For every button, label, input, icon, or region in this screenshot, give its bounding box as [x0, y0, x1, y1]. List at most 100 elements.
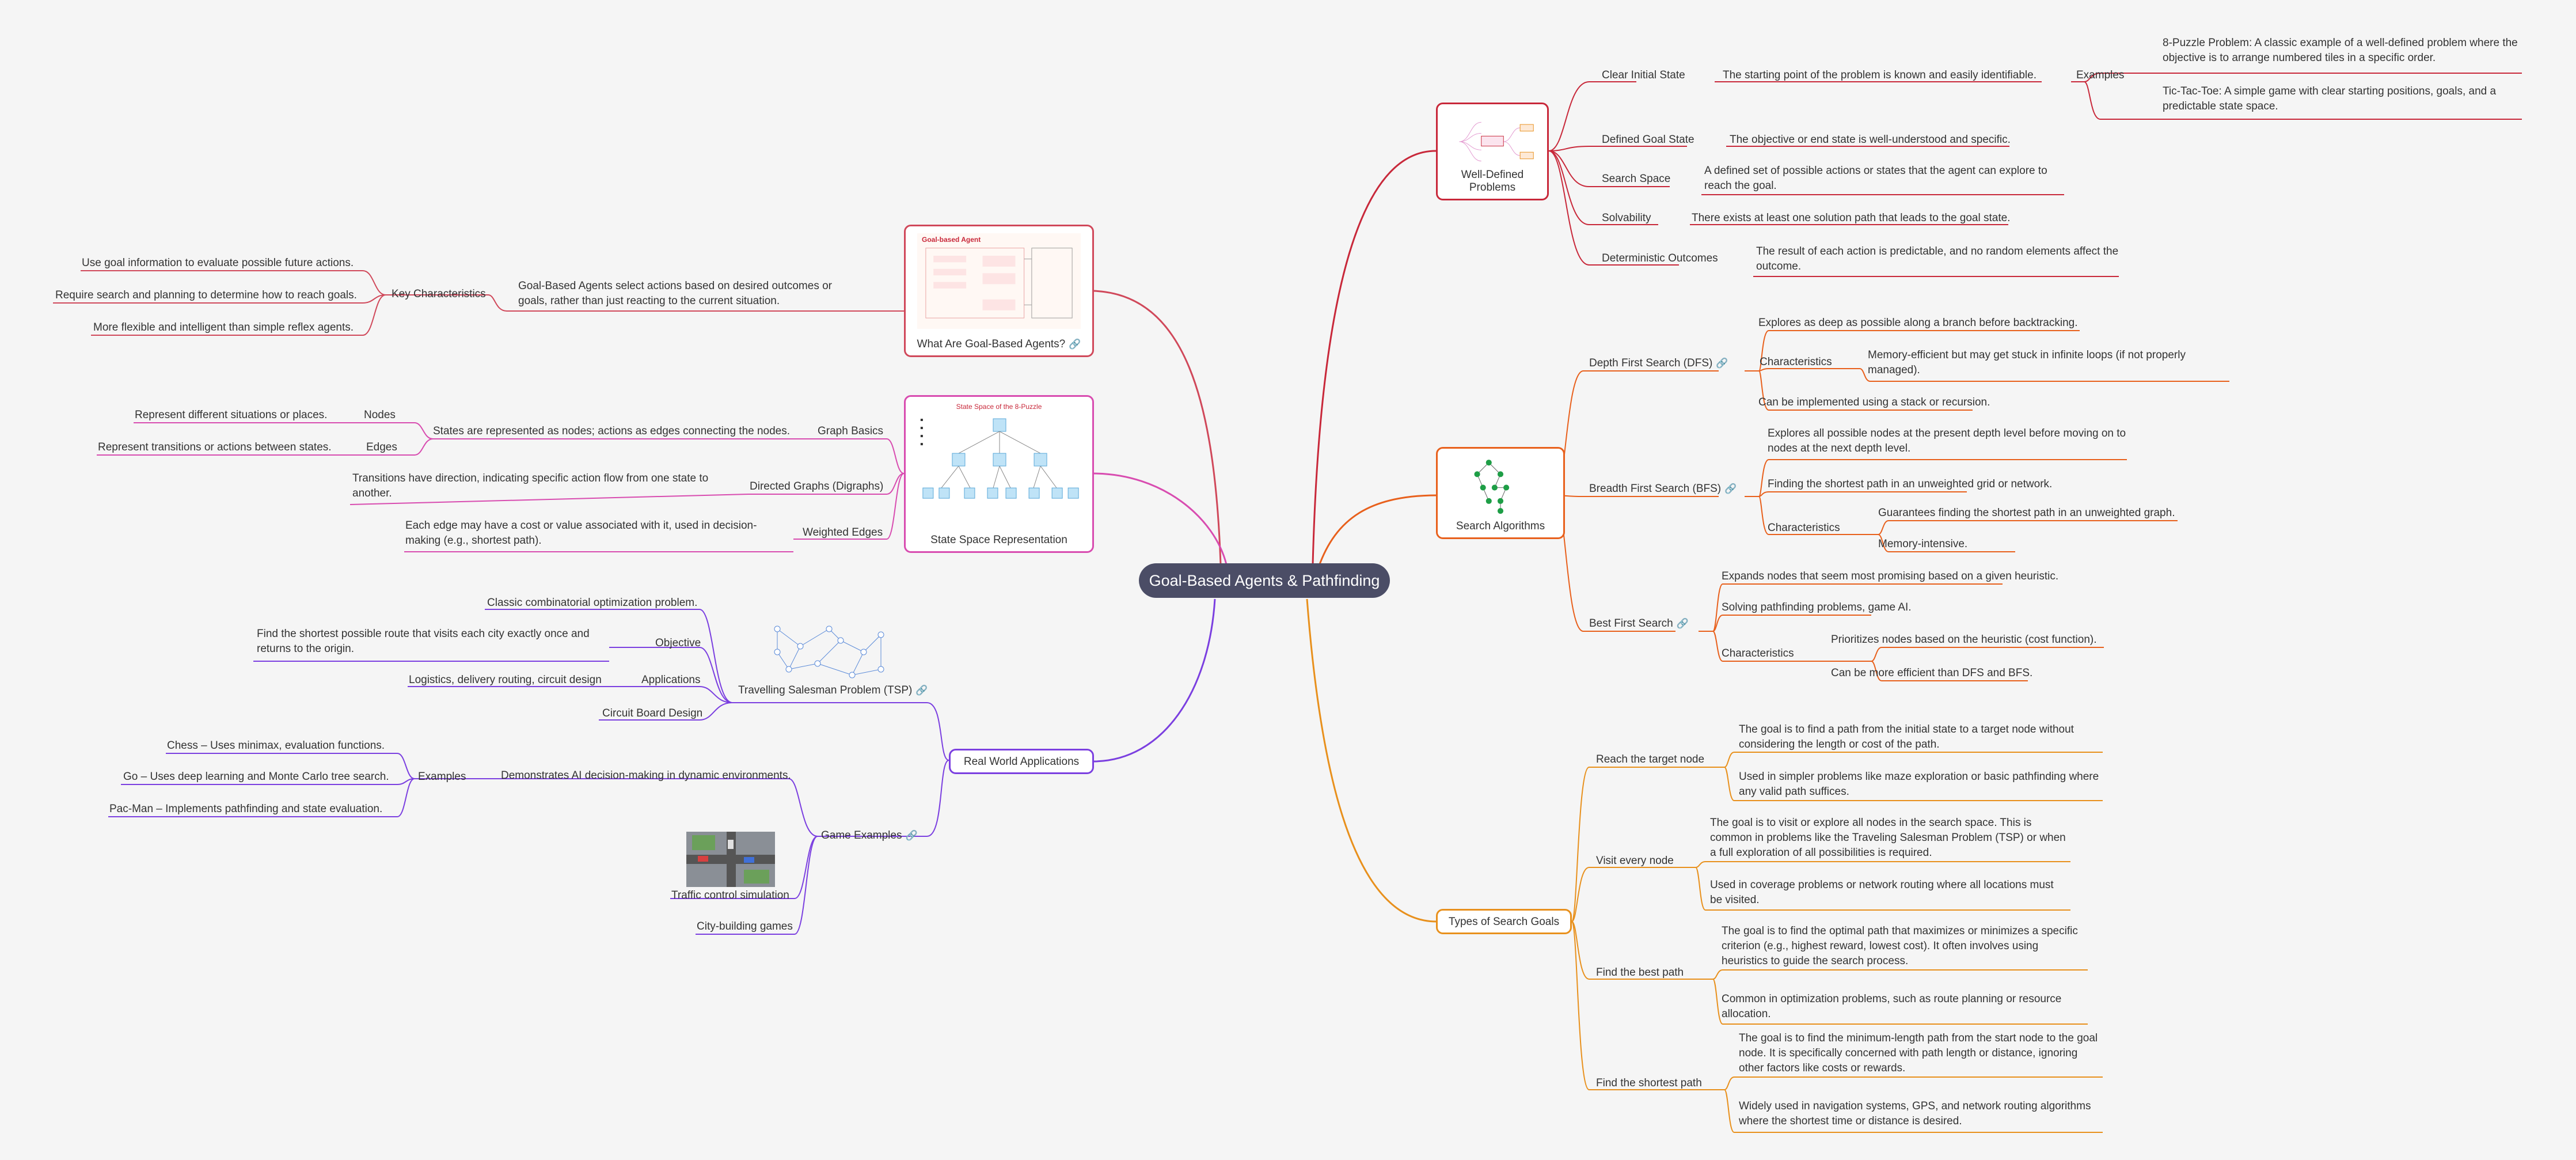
game-examples-desc[interactable]: Demonstrates AI decision-making in dynam…: [501, 769, 791, 782]
solvability-desc[interactable]: There exists at least one solution path …: [1692, 212, 2011, 224]
shortest-path-desc-2[interactable]: Widely used in navigation systems, GPS, …: [1739, 1100, 2091, 1127]
dfs-characteristics[interactable]: Characteristics: [1760, 356, 1832, 368]
search-algorithms-node[interactable]: Search Algorithms: [1436, 447, 1565, 539]
applications-desc[interactable]: Logistics, delivery routing, circuit des…: [409, 674, 602, 686]
dfs-memory-efficient[interactable]: Memory-efficient but may get stuck in in…: [1868, 349, 2186, 376]
dfs-label: Depth First Search (DFS): [1589, 357, 1713, 369]
bfs-node[interactable]: Breadth First Search (BFS)🔗: [1589, 482, 1737, 496]
weighted-edges[interactable]: Weighted Edges: [803, 526, 883, 539]
reach-desc-1[interactable]: The goal is to find a path from the init…: [1739, 723, 2074, 750]
edges-desc[interactable]: Represent transitions or actions between…: [98, 441, 332, 453]
objective-desc[interactable]: Find the shortest possible route that vi…: [257, 628, 590, 655]
tree-graph-thumbnail: [1474, 460, 1510, 514]
agent-environment-diagram: [925, 248, 1073, 319]
traffic-control-simulation[interactable]: Traffic control simulation: [671, 889, 789, 901]
link-icon[interactable]: 🔗: [1716, 358, 1728, 369]
best-prioritizes[interactable]: Prioritizes nodes based on the heuristic…: [1831, 634, 2097, 646]
tsp-classic[interactable]: Classic combinatorial optimization probl…: [487, 597, 698, 609]
solvability[interactable]: Solvability: [1602, 212, 1651, 224]
game-examples-label: Game Examples: [821, 829, 902, 841]
nodes-desc[interactable]: Represent different situations or places…: [135, 409, 328, 421]
bfs-explores[interactable]: Explores all possible nodes at the prese…: [1768, 427, 2126, 454]
find-shortest-path[interactable]: Find the shortest path: [1596, 1077, 1702, 1089]
game-chess[interactable]: Chess – Uses minimax, evaluation functio…: [167, 740, 385, 752]
visit-desc-1[interactable]: The goal is to visit or explore all node…: [1710, 817, 2066, 859]
types-of-search-goals-node[interactable]: Types of Search Goals: [1436, 909, 1572, 934]
best-first-node[interactable]: Best First Search🔗: [1589, 616, 1689, 631]
key-char-3[interactable]: More flexible and intelligent than simpl…: [93, 321, 354, 333]
what-are-goal-based-agents-node[interactable]: Goal-based Agent What Are Goal-Based Age…: [904, 225, 1094, 357]
thumbnail-title: Goal-based Agent: [922, 236, 981, 244]
goal-based-desc[interactable]: Goal-Based Agents select actions based o…: [518, 280, 832, 307]
key-char-1[interactable]: Use goal information to evaluate possibl…: [82, 257, 354, 269]
link-icon[interactable]: 🔗: [915, 685, 928, 696]
circuit-board-design[interactable]: Circuit Board Design: [602, 707, 703, 719]
problem-diagram-thumbnail: [1459, 122, 1534, 162]
weighted-edges-desc[interactable]: Each edge may have a cost or value assoc…: [405, 520, 757, 547]
link-icon[interactable]: 🔗: [905, 830, 918, 841]
graph-basics-desc[interactable]: States are represented as nodes; actions…: [433, 425, 791, 437]
search-space-desc[interactable]: A defined set of possible actions or sta…: [1704, 165, 2047, 192]
example-tic-tac-toe[interactable]: Tic-Tac-Toe: A simple game with clear st…: [2163, 85, 2497, 112]
link-icon[interactable]: 🔗: [1676, 618, 1689, 629]
best-solving[interactable]: Solving pathfinding problems, game AI.: [1722, 601, 1912, 613]
link-icon[interactable]: 🔗: [1724, 483, 1737, 494]
real-world-applications-node[interactable]: Real World Applications: [949, 749, 1094, 774]
best-efficient[interactable]: Can be more efficient than DFS and BFS.: [1831, 667, 2033, 679]
search-space[interactable]: Search Space: [1602, 173, 1671, 185]
reach-target-node[interactable]: Reach the target node: [1596, 753, 1705, 765]
graph-basics[interactable]: Graph Basics: [818, 425, 884, 437]
clear-initial-state[interactable]: Clear Initial State: [1602, 69, 1685, 81]
thumbnail-title: State Space of the 8-Puzzle: [956, 403, 1042, 411]
dfs-stack[interactable]: Can be implemented using a stack or recu…: [1758, 396, 1990, 408]
8-puzzle-thumbnail: State Space of the 8-Puzzle: [917, 403, 1081, 525]
visit-every-node[interactable]: Visit every node: [1596, 855, 1674, 867]
best-path-desc-1[interactable]: The goal is to find the optimal path tha…: [1722, 925, 2078, 967]
tsp-label: Travelling Salesman Problem (TSP): [738, 684, 913, 696]
best-first-label: Best First Search: [1589, 617, 1673, 630]
state-tree-diagram: [920, 418, 1079, 499]
examples-label[interactable]: Examples: [2076, 69, 2125, 81]
dfs-explores[interactable]: Explores as deep as possible along a bra…: [1758, 317, 2078, 329]
bfs-memory[interactable]: Memory-intensive.: [1878, 538, 1968, 550]
defined-goal-state[interactable]: Defined Goal State: [1602, 134, 1694, 146]
deterministic-outcomes[interactable]: Deterministic Outcomes: [1602, 252, 1718, 264]
central-topic[interactable]: Goal-Based Agents & Pathfinding: [1139, 563, 1390, 598]
link-icon[interactable]: 🔗: [1069, 339, 1081, 350]
nodes-label[interactable]: Nodes: [364, 409, 396, 421]
clear-initial-state-desc[interactable]: The starting point of the problem is kno…: [1723, 69, 2037, 81]
examples-label[interactable]: Examples: [418, 771, 466, 783]
objective-label[interactable]: Objective: [655, 637, 701, 649]
example-8-puzzle[interactable]: 8-Puzzle Problem: A classic example of a…: [2163, 37, 2518, 64]
well-defined-problems-node[interactable]: Well-Defined Problems: [1436, 103, 1549, 200]
edges-label[interactable]: Edges: [366, 441, 397, 453]
card-title: Search Algorithms: [1456, 520, 1545, 532]
bfs-characteristics[interactable]: Characteristics: [1768, 522, 1840, 534]
bfs-guarantees[interactable]: Guarantees finding the shortest path in …: [1878, 507, 2175, 519]
game-go[interactable]: Go – Uses deep learning and Monte Carlo …: [123, 771, 389, 783]
state-space-representation-node[interactable]: State Space of the 8-Puzzle State Space …: [904, 395, 1094, 553]
game-examples-node[interactable]: Game Examples🔗: [821, 828, 918, 843]
game-pacman[interactable]: Pac-Man – Implements pathfinding and sta…: [109, 803, 383, 815]
card-title: Well-Defined Problems: [1461, 169, 1524, 194]
defined-goal-state-desc[interactable]: The objective or end state is well-under…: [1730, 134, 2011, 146]
best-expands[interactable]: Expands nodes that seem most promising b…: [1722, 570, 2059, 582]
tsp-node[interactable]: Travelling Salesman Problem (TSP)🔗: [738, 683, 928, 698]
key-characteristics[interactable]: Key Characteristics: [392, 288, 486, 300]
applications-label[interactable]: Applications: [641, 674, 701, 686]
visit-desc-2[interactable]: Used in coverage problems or network rou…: [1710, 879, 2054, 906]
card-title: State Space Representation: [930, 534, 1067, 546]
deterministic-outcomes-desc[interactable]: The result of each action is predictable…: [1756, 245, 2119, 272]
directed-graphs[interactable]: Directed Graphs (Digraphs): [750, 480, 884, 492]
bfs-shortest[interactable]: Finding the shortest path in an unweight…: [1768, 478, 2053, 490]
dfs-node[interactable]: Depth First Search (DFS)🔗: [1589, 356, 1728, 371]
shortest-path-desc-1[interactable]: The goal is to find the minimum-length p…: [1739, 1032, 2098, 1074]
tsp-graph-thumbnail: [766, 617, 894, 684]
find-best-path[interactable]: Find the best path: [1596, 966, 1684, 979]
best-path-desc-2[interactable]: Common in optimization problems, such as…: [1722, 993, 2062, 1020]
key-char-2[interactable]: Require search and planning to determine…: [55, 289, 357, 301]
reach-desc-2[interactable]: Used in simpler problems like maze explo…: [1739, 771, 2099, 798]
city-building-games[interactable]: City-building games: [697, 920, 793, 932]
best-characteristics[interactable]: Characteristics: [1722, 647, 1794, 659]
directed-graphs-desc[interactable]: Transitions have direction, indicating s…: [352, 472, 709, 499]
